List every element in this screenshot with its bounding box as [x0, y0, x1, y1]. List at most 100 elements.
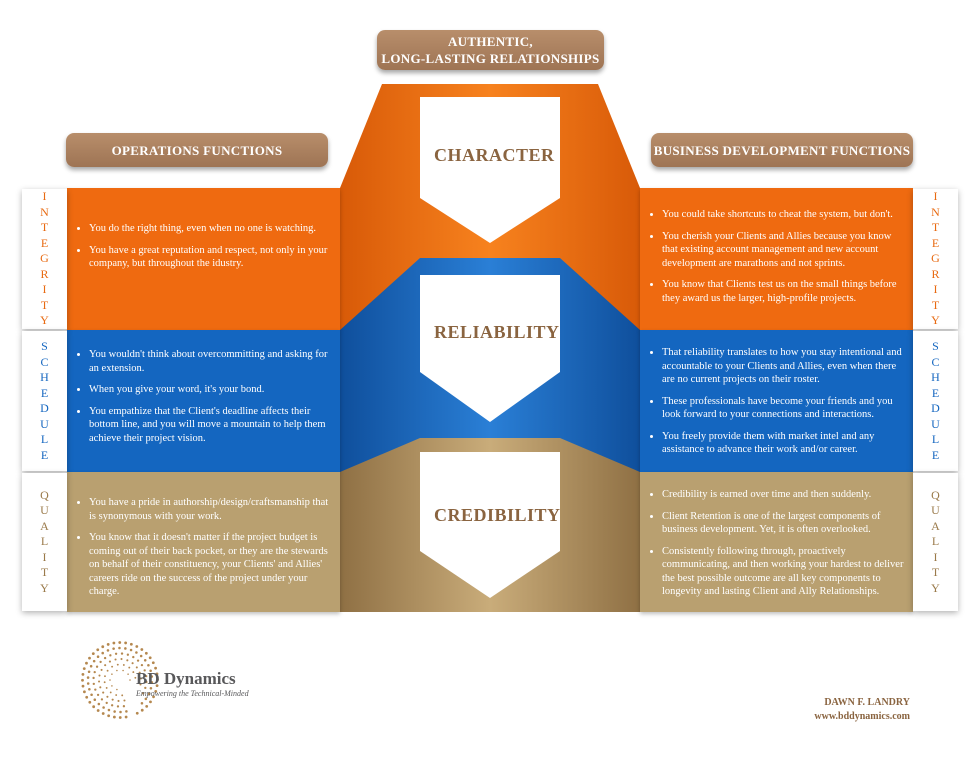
logo-dot: [135, 666, 138, 669]
logo-dot: [115, 694, 118, 696]
logo-dot: [147, 663, 150, 667]
top-banner: AUTHENTIC, LONG-LASTING RELATIONSHIPS: [377, 30, 604, 70]
logo-dot: [106, 669, 109, 672]
right-header-label: BUSINESS DEVELOPMENT FUNCTIONS: [653, 142, 911, 158]
logo-dot: [135, 651, 138, 654]
logo-dot: [111, 673, 113, 675]
list-item: Credibility is earned over time and then…: [662, 488, 905, 502]
logo-dot: [106, 643, 110, 646]
logo-dot: [129, 642, 133, 646]
left-quality-list: You have a pride in authorship/design/cr…: [67, 496, 330, 599]
list-item: You could take shortcuts to cheat the sy…: [662, 208, 905, 222]
logo-dot: [149, 669, 152, 673]
logo-dot: [149, 686, 153, 690]
logo-dot: [105, 701, 108, 705]
list-item: These professionals have become your fri…: [662, 395, 905, 422]
logo-dot: [132, 671, 135, 674]
logo-dot: [155, 672, 159, 676]
list-item: You freely provide them with market inte…: [662, 430, 905, 457]
logo-dot: [102, 691, 105, 694]
logo-dot: [96, 693, 100, 697]
logo-dot: [90, 693, 93, 697]
logo-dot: [106, 649, 110, 652]
right-schedule-panel: That reliability translates to how you s…: [640, 330, 913, 472]
list-item: You empathize that the Client's deadline…: [89, 405, 330, 446]
logo-dot: [93, 670, 96, 674]
logo-dot: [89, 664, 93, 668]
logo-dot: [138, 671, 141, 674]
logo-dot: [145, 680, 148, 684]
logo-dot: [140, 663, 144, 667]
logo-dot: [121, 694, 124, 697]
logo-dot: [103, 656, 107, 660]
logo-dot: [88, 687, 91, 691]
logo-dot: [93, 698, 97, 701]
logo-dot: [85, 695, 89, 699]
logo-dot: [144, 651, 148, 655]
logo-dot: [101, 651, 104, 655]
right-integrity-list: You could take shortcuts to cheat the sy…: [640, 208, 905, 305]
logo-dot: [112, 641, 116, 645]
logo-dot: [82, 667, 86, 671]
list-item: When you give your word, it's your bond.: [89, 383, 330, 397]
character-arrow: [420, 97, 560, 243]
list-item: You have a great reputation and respect,…: [89, 244, 330, 271]
logo-dot: [113, 710, 116, 713]
logo-dot: [92, 676, 95, 680]
left-schedule-panel: You wouldn't think about overcommitting …: [67, 330, 340, 472]
list-item: You know that Clients test us on the sma…: [662, 278, 905, 305]
logo-dot: [109, 679, 111, 681]
logo-dot: [122, 669, 124, 672]
logo-dot: [135, 711, 139, 715]
logo-dot: [144, 686, 147, 690]
credit-url: www.bddynamics.com: [814, 711, 910, 722]
logo-dot: [143, 669, 146, 672]
logo-dot: [96, 648, 100, 652]
logo-dot: [99, 660, 102, 664]
list-item: You know that it doesn't matter if the p…: [89, 531, 330, 599]
logo-dot: [107, 714, 111, 718]
logo-dot: [144, 697, 148, 701]
logo-dot: [116, 688, 118, 691]
logo-dot: [140, 702, 144, 705]
logo-dot: [110, 704, 114, 707]
logo-dot: [86, 676, 90, 679]
left-header-label: OPERATIONS FUNCTIONS: [111, 142, 283, 158]
logo-dot: [97, 702, 101, 706]
list-item: You cherish your Clients and Allies beca…: [662, 230, 905, 271]
logo-tagline: Empowering the Technical-Minded: [136, 689, 249, 698]
logo-dot: [81, 678, 84, 682]
logo-dot: [87, 670, 91, 674]
logo-dot: [111, 685, 113, 687]
logo-dot: [81, 684, 85, 688]
logo-dot: [131, 662, 134, 665]
logo-dot: [120, 658, 123, 661]
logo-dot: [109, 691, 112, 694]
logo-dot: [132, 655, 135, 659]
logo-dot: [101, 645, 105, 649]
logo-dot: [154, 689, 158, 693]
top-banner-line2: LONG-LASTING RELATIONSHIPS: [381, 51, 600, 66]
logo-dot: [92, 682, 95, 686]
character-label: CHARACTER: [434, 145, 555, 165]
logo-dot: [141, 692, 145, 695]
logo-dot: [122, 705, 126, 708]
credibility-label: CREDIBILITY: [434, 505, 561, 525]
logo-dot: [116, 705, 120, 708]
logo-dot: [139, 654, 143, 658]
logo-dot: [91, 652, 95, 656]
logo-dot: [81, 672, 85, 676]
logo-dot: [116, 669, 118, 672]
reliability-label: RELIABILITY: [434, 322, 560, 342]
right-header: BUSINESS DEVELOPMENT FUNCTIONS: [651, 133, 913, 167]
logo-dot: [129, 648, 133, 652]
logo-dot: [120, 652, 124, 655]
logo-dot: [104, 664, 107, 667]
